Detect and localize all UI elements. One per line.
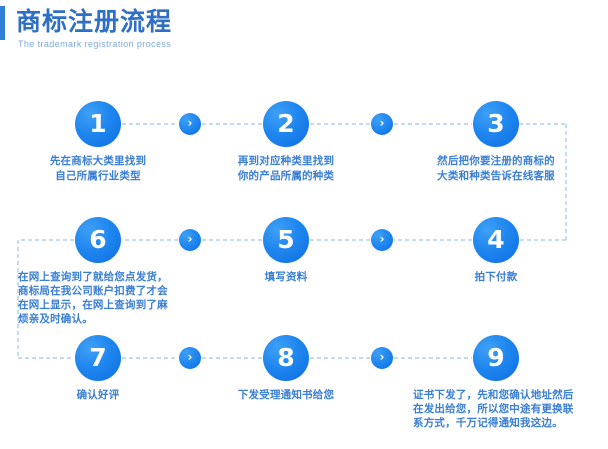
step-3-label: 然后把你要注册的商标的 大类和种类告诉在线客服 (437, 155, 555, 182)
step-1-number: 1 (75, 101, 121, 147)
chevron-right-icon: › (179, 347, 201, 369)
step-5-number: 5 (263, 217, 309, 263)
step-8-number: 8 (263, 335, 309, 381)
flow-step-3[interactable]: 3 然后把你要注册的商标的 大类和种类告诉在线客服 (396, 101, 596, 184)
chevron-right-icon: › (371, 229, 393, 251)
flow-step-9[interactable]: 9 证书下发了，先和您确认地址然后在发出给您，所以您中途有更换联系方式，千万记得… (401, 335, 591, 430)
step-7-label: 确认好评 (76, 389, 120, 401)
chevron-right-icon: › (179, 229, 201, 251)
flow-step-5[interactable]: 5 填写资料 (196, 217, 376, 285)
step-4-number: 4 (473, 217, 519, 263)
flow-diagram: 1 先在商标大类里找到 自己所属行业类型 2 再到对应种类里找到 你的产品所属的… (0, 60, 608, 449)
title-accent-bar (0, 6, 5, 40)
flow-connectors (17, 123, 567, 359)
flow-step-8[interactable]: 8 下发受理通知书给您 (196, 335, 376, 403)
flow-step-6[interactable]: 6 在网上查询到了就给您点发货，商标局在我公司账户扣费了才会在网上显示，在网上查… (8, 217, 188, 326)
page-title: 商标注册流程 (16, 8, 173, 36)
step-6-number: 6 (75, 217, 121, 263)
step-5-label: 填写资料 (264, 271, 308, 283)
step-9-label: 证书下发了，先和您确认地址然后在发出给您，所以您中途有更换联系方式，千万记得通知… (413, 389, 574, 429)
chevron-right-icon: › (371, 347, 393, 369)
step-8-label: 下发受理通知书给您 (237, 389, 335, 401)
step-3-number: 3 (473, 101, 519, 147)
step-9-number: 9 (473, 335, 519, 381)
step-4-label: 拍下付款 (474, 271, 518, 283)
step-6-label: 在网上查询到了就给您点发货，商标局在我公司账户扣费了才会在网上显示，在网上查询到… (18, 271, 168, 325)
step-1-label: 先在商标大类里找到 自己所属行业类型 (49, 155, 147, 182)
step-7-number: 7 (75, 335, 121, 381)
chevron-right-icon: › (371, 113, 393, 135)
page-subtitle: The trademark registration process (18, 39, 172, 49)
page-header: 商标注册流程 The trademark registration proces… (0, 0, 608, 60)
step-2-number: 2 (263, 101, 309, 147)
chevron-right-icon: › (179, 113, 201, 135)
flow-step-1[interactable]: 1 先在商标大类里找到 自己所属行业类型 (8, 101, 188, 184)
flow-step-7[interactable]: 7 确认好评 (8, 335, 188, 403)
step-2-label: 再到对应种类里找到 你的产品所属的种类 (237, 155, 335, 182)
flow-step-2[interactable]: 2 再到对应种类里找到 你的产品所属的种类 (196, 101, 376, 184)
flow-step-4[interactable]: 4 拍下付款 (406, 217, 586, 285)
